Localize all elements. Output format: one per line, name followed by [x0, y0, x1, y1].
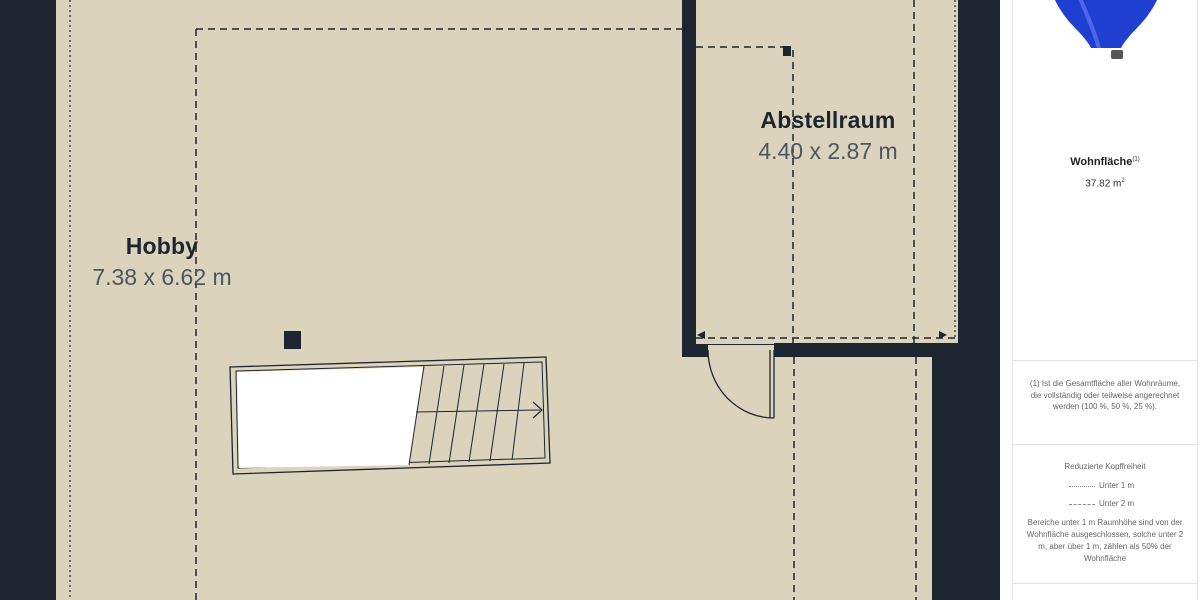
legend-under-2m-label: Unter 2 m — [1099, 499, 1135, 508]
floor-plan-drawing — [0, 0, 1000, 600]
room-label-hobby: Hobby 7.38 x 6.62 m — [92, 233, 231, 291]
headroom-title: Reduzierte Kopffreiheit — [1064, 462, 1146, 471]
marker-triangle — [939, 331, 947, 339]
room-dimensions: 4.40 x 2.87 m — [758, 138, 898, 164]
wall-right-inner — [932, 343, 960, 600]
dotted-line-sample — [1069, 486, 1095, 487]
area-footnote: (1) Ist die Gesamtfläche aller Wohnräume… — [1029, 379, 1181, 411]
hot-air-balloon-icon — [1054, 0, 1158, 59]
storage-floor — [696, 0, 960, 344]
headroom-note: Bereiche unter 1 m Raumhöhe sind von der… — [1026, 518, 1184, 563]
column-marker — [783, 46, 791, 56]
room-dimensions: 7.38 x 6.62 m — [92, 264, 232, 290]
area-unit-exponent: 2 — [1121, 178, 1125, 184]
legend-under-1m-label: Unter 1 m — [1099, 481, 1135, 490]
legend-row-under-1m: Unter 1 m — [1013, 480, 1197, 492]
room-name: Abstellraum — [760, 107, 896, 133]
hallway-floor — [684, 345, 932, 600]
living-area-value: 37.82 m2 — [1013, 178, 1197, 189]
living-area-label: Wohnfläche — [1070, 156, 1133, 168]
staircase — [229, 356, 551, 475]
area-number: 37.82 m — [1085, 178, 1122, 190]
footnote-marker: (1) — [1132, 156, 1140, 163]
legend-row-under-2m: Unter 2 m — [1013, 498, 1197, 510]
divider — [1013, 360, 1197, 361]
divider — [1013, 583, 1197, 584]
legend-panel: Wohnfläche(1) 37.82 m2 (1) Ist die Gesam… — [1012, 0, 1198, 600]
door — [707, 349, 775, 419]
wall-storage-right — [958, 0, 960, 344]
marker-triangle — [697, 331, 705, 339]
room-name: Hobby — [125, 233, 199, 259]
column-marker — [284, 331, 301, 349]
hobby-floor — [56, 0, 684, 600]
floor-plan: Hobby 7.38 x 6.62 m Abstellraum 4.40 x 2… — [0, 0, 1000, 600]
wall-storage-left — [682, 0, 696, 357]
dashed-line-sample — [1069, 504, 1095, 505]
wall-storage-bottom-left — [682, 345, 708, 357]
room-label-storage: Abstellraum 4.40 x 2.87 m — [758, 107, 897, 165]
divider — [1013, 444, 1197, 445]
living-area-title: Wohnfläche(1) — [1013, 156, 1197, 168]
arrow-right-icon — [532, 401, 543, 419]
headroom-under-1m-lines — [69, 0, 956, 600]
stair-opening — [237, 367, 424, 468]
headroom-under-2m-lines — [195, 0, 958, 600]
logo-box: Wohnfläche(1) 37.82 m2 — [1013, 0, 1197, 360]
wall-storage-bottom-right — [774, 343, 960, 357]
